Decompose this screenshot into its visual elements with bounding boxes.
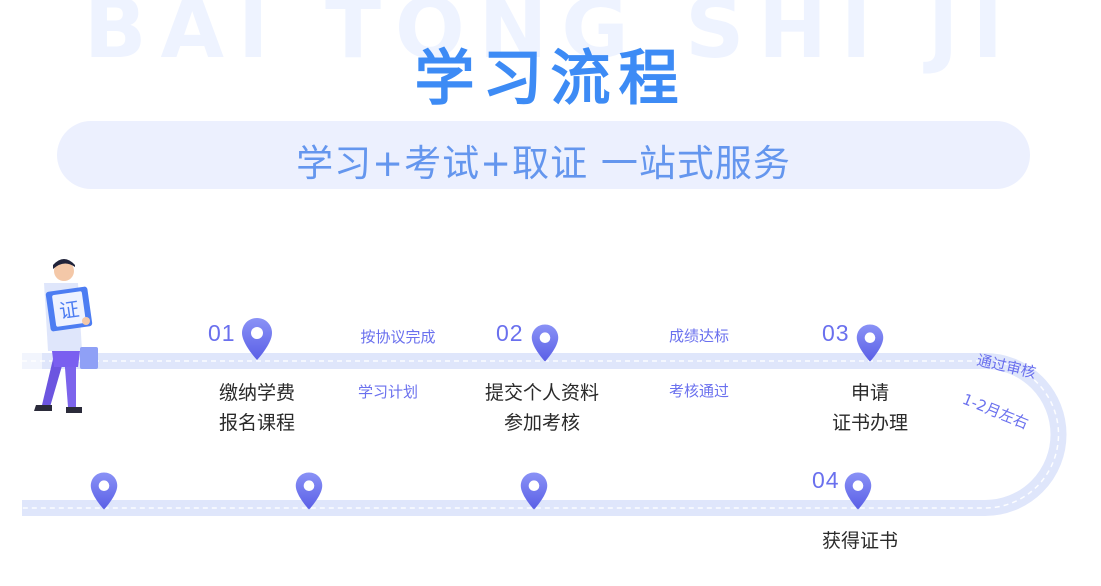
note-a-top: 按协议完成 xyxy=(360,328,436,346)
step-4-line-1: 获得证书 xyxy=(821,530,898,552)
step-3-line-1: 申请 xyxy=(850,382,889,404)
step-3-number: 03 xyxy=(822,320,850,346)
slogan-text: 学习+考试+取证 一站式服务 xyxy=(296,142,791,185)
page-title: 学习流程 xyxy=(414,44,687,114)
step-2-number: 02 xyxy=(496,320,524,346)
step-1-line-1: 缴纳学费 xyxy=(218,382,295,404)
road-dashes xyxy=(22,360,1060,509)
step-4-number: 04 xyxy=(812,467,840,493)
step-2-pin xyxy=(531,324,559,362)
step-2-label: 提交个人资料 参加考核 xyxy=(462,378,622,438)
step-3-label: 申请 证书办理 xyxy=(790,378,950,438)
step-3-pin xyxy=(856,324,884,362)
step-3-line-2: 证书办理 xyxy=(831,412,908,434)
step-1-label: 缴纳学费 报名课程 xyxy=(177,378,337,438)
step-2-line-1: 提交个人资料 xyxy=(484,382,599,404)
board-char: 证 xyxy=(58,297,81,324)
road-pin xyxy=(90,472,118,510)
step-1-pin xyxy=(242,318,272,360)
step-1-line-2: 报名课程 xyxy=(218,412,295,434)
step-1-number: 01 xyxy=(208,320,236,346)
person-illustration: 证 xyxy=(34,259,98,413)
road-pin xyxy=(520,472,548,510)
note-a-bottom: 学习计划 xyxy=(357,383,418,401)
step-2-line-2: 参加考核 xyxy=(503,412,580,434)
slogan-banner: 学习+考试+取证 一站式服务 xyxy=(57,121,1030,189)
note-b-top: 成绩达标 xyxy=(668,327,729,345)
step-4-pin xyxy=(844,472,872,510)
step-4-label: 获得证书 xyxy=(780,526,940,556)
background-watermark: BAI TONG SHI JI xyxy=(84,0,1017,77)
road-pin xyxy=(295,472,323,510)
note-b-bottom: 考核通过 xyxy=(668,382,729,400)
